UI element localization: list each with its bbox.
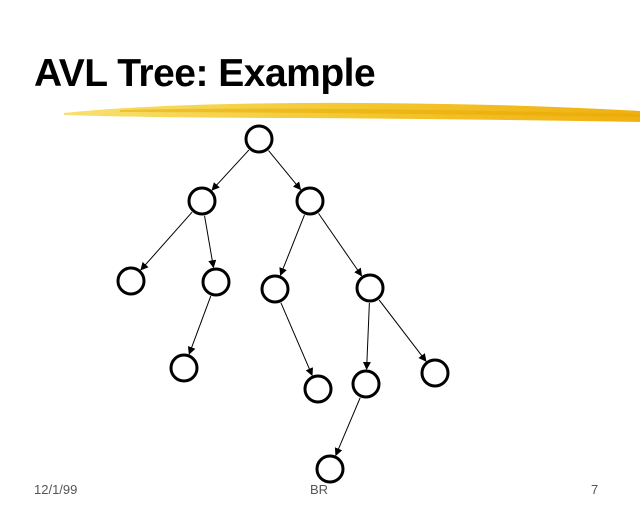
tree-node-RL	[260, 274, 290, 304]
edge-L-LL	[140, 211, 193, 271]
tree-node-RRL	[351, 369, 381, 399]
edge-root-L	[211, 149, 250, 191]
edge-root-R	[268, 150, 302, 191]
tree-node-RRLL	[315, 454, 345, 484]
tree-node-RR	[355, 273, 385, 303]
edge-R-RL	[279, 214, 305, 276]
edge-RR-RRR	[378, 299, 427, 362]
tree-node-RRR	[420, 358, 450, 388]
tree-node-LL	[116, 266, 146, 296]
tree-node-RLR	[303, 374, 333, 404]
tree-node-L	[187, 186, 217, 216]
tree-node-LR	[201, 267, 231, 297]
edge-LR-LRL	[187, 295, 212, 355]
tree-node-root	[244, 124, 274, 154]
footer-author: BR	[310, 482, 329, 497]
tree-node-LRL	[169, 353, 199, 383]
tree-node-R	[295, 186, 325, 216]
footer-page-number: 7	[591, 482, 599, 497]
edge-RR-RRL	[362, 302, 371, 371]
edge-R-RR	[318, 213, 363, 277]
edge-L-LR	[204, 215, 217, 269]
slide-title: AVL Tree: Example	[34, 52, 376, 95]
edge-RL-RLR	[280, 302, 313, 377]
footer-date: 12/1/99	[34, 482, 78, 497]
edge-RRL-RRLL	[334, 397, 361, 457]
